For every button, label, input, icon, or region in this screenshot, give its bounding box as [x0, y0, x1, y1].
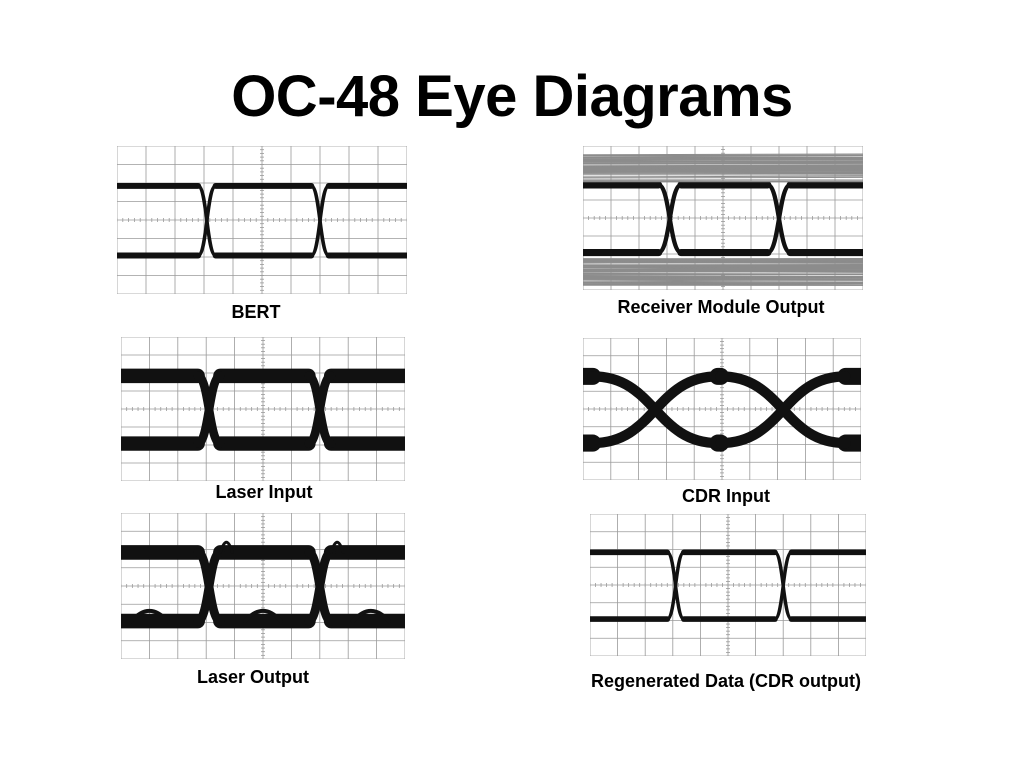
noise-line — [583, 176, 863, 179]
eye-trace — [121, 368, 405, 451]
transition-rising — [665, 550, 686, 621]
ringing-bump — [243, 608, 283, 624]
eye-trace — [583, 367, 861, 452]
noise-line — [583, 153, 863, 156]
noise-line — [583, 157, 863, 160]
overshoot — [329, 540, 345, 554]
caption-laser-output: Laser Output — [196, 667, 309, 687]
transition-rising — [304, 371, 336, 448]
noise-line — [583, 281, 863, 284]
noise-line — [583, 267, 863, 270]
noise-line — [583, 155, 863, 158]
noise-line — [583, 170, 863, 173]
transition-rising — [656, 182, 684, 255]
transition-rising — [196, 184, 218, 258]
transition-rising — [715, 371, 851, 449]
eye-diagram-bert — [117, 146, 407, 294]
eye-trace — [583, 181, 863, 257]
noise-line — [583, 162, 863, 165]
eye-trace — [117, 182, 407, 259]
noise-line — [583, 265, 863, 268]
caption-cdr-input: CDR Input — [682, 486, 770, 506]
noise-line — [583, 164, 863, 167]
noise-line — [583, 169, 863, 172]
caption-receiver-module-output: Receiver Module Output — [617, 297, 825, 317]
eye-diagram-cdr-input — [583, 338, 861, 480]
noise-line — [583, 165, 863, 168]
transition-rising — [304, 548, 336, 626]
caption-laser-input: Laser Input — [215, 482, 313, 502]
noise-line — [583, 283, 863, 286]
transition-rising — [193, 371, 225, 448]
noise-band — [583, 153, 863, 286]
caption-regenerated-data: Regenerated Data (CDR output) — [590, 671, 861, 691]
noise-line — [583, 171, 863, 174]
transition-rising — [193, 548, 225, 626]
transition-rising — [587, 371, 723, 449]
noise-line — [583, 278, 863, 281]
noise-line — [583, 272, 863, 275]
ringing-bump — [129, 608, 170, 624]
eye-diagram-receiver-module-output — [583, 146, 863, 290]
eye-trace — [590, 549, 866, 622]
noise-line — [583, 261, 863, 264]
transition-rising — [309, 184, 331, 258]
center-ticks — [121, 337, 405, 481]
center-ticks — [590, 514, 866, 656]
noise-line — [583, 279, 863, 282]
ringing-bump — [350, 608, 391, 624]
caption-bert: BERT — [231, 302, 281, 322]
page-title: OC-48 Eye Diagrams — [231, 64, 793, 129]
eye-diagram-laser-output — [121, 513, 405, 659]
overshoot — [218, 540, 234, 554]
eye-diagram-regenerated-data — [590, 514, 866, 656]
noise-line — [583, 175, 863, 178]
eye-diagram-laser-input — [121, 337, 405, 481]
noise-line — [583, 270, 863, 273]
noise-line — [583, 275, 863, 278]
transition-rising — [765, 182, 793, 255]
eye-trace — [121, 540, 405, 629]
transition-rising — [773, 550, 794, 621]
